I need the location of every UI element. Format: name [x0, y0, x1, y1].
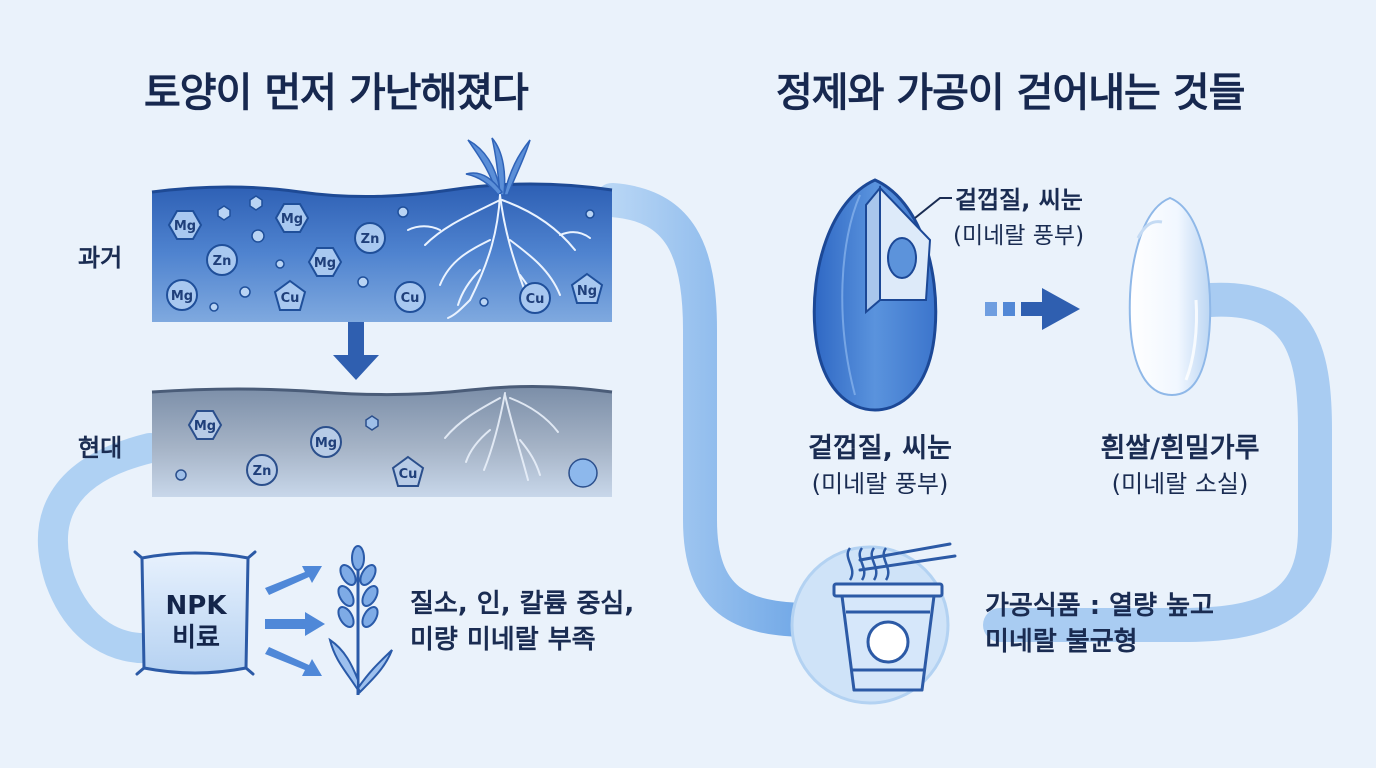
mineral-zn-circle: Zn	[206, 244, 238, 276]
grain-callout-sub: (미네랄 풍부)	[953, 223, 1085, 249]
svg-text:Mg: Mg	[174, 219, 196, 234]
svg-text:Mg: Mg	[281, 212, 303, 227]
flow-path-rice-to-food	[983, 282, 1332, 642]
fertilizer-description: 질소, 인, 칼륨 중심, 미량 미네랄 부족	[410, 586, 634, 658]
fertilizer-arrows	[265, 566, 325, 676]
whole-grain-subcaption: (미네랄 풍부)	[811, 470, 949, 498]
mineral-cu-circle: Cu	[519, 282, 551, 314]
fertilizer-bag-label: NPK 비료	[148, 590, 244, 654]
mineral-mg-hex: Mg	[274, 203, 310, 233]
fertilizer-text-line2: 미량 미네랄 부족	[410, 625, 596, 655]
mineral-cu-pentagon: Cu	[273, 279, 307, 311]
bag-label-line2: 비료	[172, 623, 220, 653]
mineral-mg-hex: Mg	[307, 247, 343, 277]
svg-text:Cu: Cu	[281, 291, 300, 306]
arrow-right-icon	[985, 288, 1080, 330]
mineral-mg-circle: Mg	[310, 426, 342, 458]
instant-noodle-cup-icon	[790, 542, 957, 705]
mineral-mg-hex: Mg	[187, 410, 223, 440]
whole-grain-icon	[812, 178, 938, 412]
bag-label-line1: NPK	[165, 591, 227, 621]
flow-path-soil-to-food	[595, 183, 827, 637]
svg-text:Zn: Zn	[253, 464, 272, 479]
svg-text:Mg: Mg	[194, 419, 216, 434]
mineral-mg-circle: Mg	[166, 279, 198, 311]
svg-text:Mg: Mg	[314, 256, 336, 271]
modern-label: 현대	[78, 434, 123, 462]
svg-text:Cu: Cu	[399, 467, 418, 482]
refined-grain-caption: 흰쌀/흰밀가루	[1100, 433, 1260, 464]
modern-minerals: Mg Mg Zn Cu	[175, 410, 598, 488]
mineral-zn-circle: Zn	[354, 222, 386, 254]
whole-grain-caption: 겉껍질, 씨눈	[808, 433, 952, 464]
svg-text:Zn: Zn	[361, 232, 380, 247]
roots-modern	[444, 392, 559, 481]
flow-path-soil-to-bag	[38, 433, 165, 664]
arrow-right-icon	[265, 612, 325, 636]
fertilizer-bag-icon	[133, 550, 257, 676]
processed-text-line2: 미네랄 불균형	[985, 627, 1138, 657]
soil-modern-block	[151, 384, 613, 497]
svg-text:Mg: Mg	[315, 436, 337, 451]
arrow-right-icon	[265, 647, 322, 676]
refined-grain-subcaption: (미네랄 소실)	[1111, 470, 1249, 498]
fertilizer-text-line1: 질소, 인, 칼륨 중심,	[410, 589, 635, 619]
svg-text:Ng: Ng	[577, 284, 597, 299]
processed-food-description: 가공식품 : 열량 높고 미네랄 불균형	[985, 588, 1214, 660]
callout-leader-line	[914, 197, 952, 219]
grain-callout-title: 겉껍질, 씨눈	[955, 186, 1083, 214]
down-arrow-icon	[333, 322, 379, 380]
svg-text:Mg: Mg	[171, 289, 193, 304]
past-label: 과거	[78, 244, 123, 272]
mineral-mg-hex: Mg	[167, 210, 203, 240]
white-rice-grain-icon	[1128, 196, 1212, 397]
mineral-ng-pentagon: Ng	[570, 272, 604, 304]
svg-text:Cu: Cu	[526, 292, 545, 307]
processed-text-line1: 가공식품 : 열량 높고	[985, 591, 1214, 621]
past-minerals: Mg Mg Zn Mg Zn Mg Cu Cu	[166, 195, 604, 314]
mineral-cu-circle: Cu	[394, 281, 426, 313]
wheat-plant-icon	[328, 545, 393, 695]
svg-text:Zn: Zn	[213, 254, 232, 269]
mineral-cu-pentagon: Cu	[391, 455, 425, 487]
arrow-right-icon	[265, 566, 322, 595]
grass-tuft-icon	[465, 137, 531, 197]
mineral-zn-circle: Zn	[246, 454, 278, 486]
svg-text:Cu: Cu	[401, 291, 420, 306]
right-title: 정제와 가공이 걷어내는 것들	[776, 70, 1245, 116]
left-title: 토양이 먼저 가난해졌다	[144, 70, 529, 116]
